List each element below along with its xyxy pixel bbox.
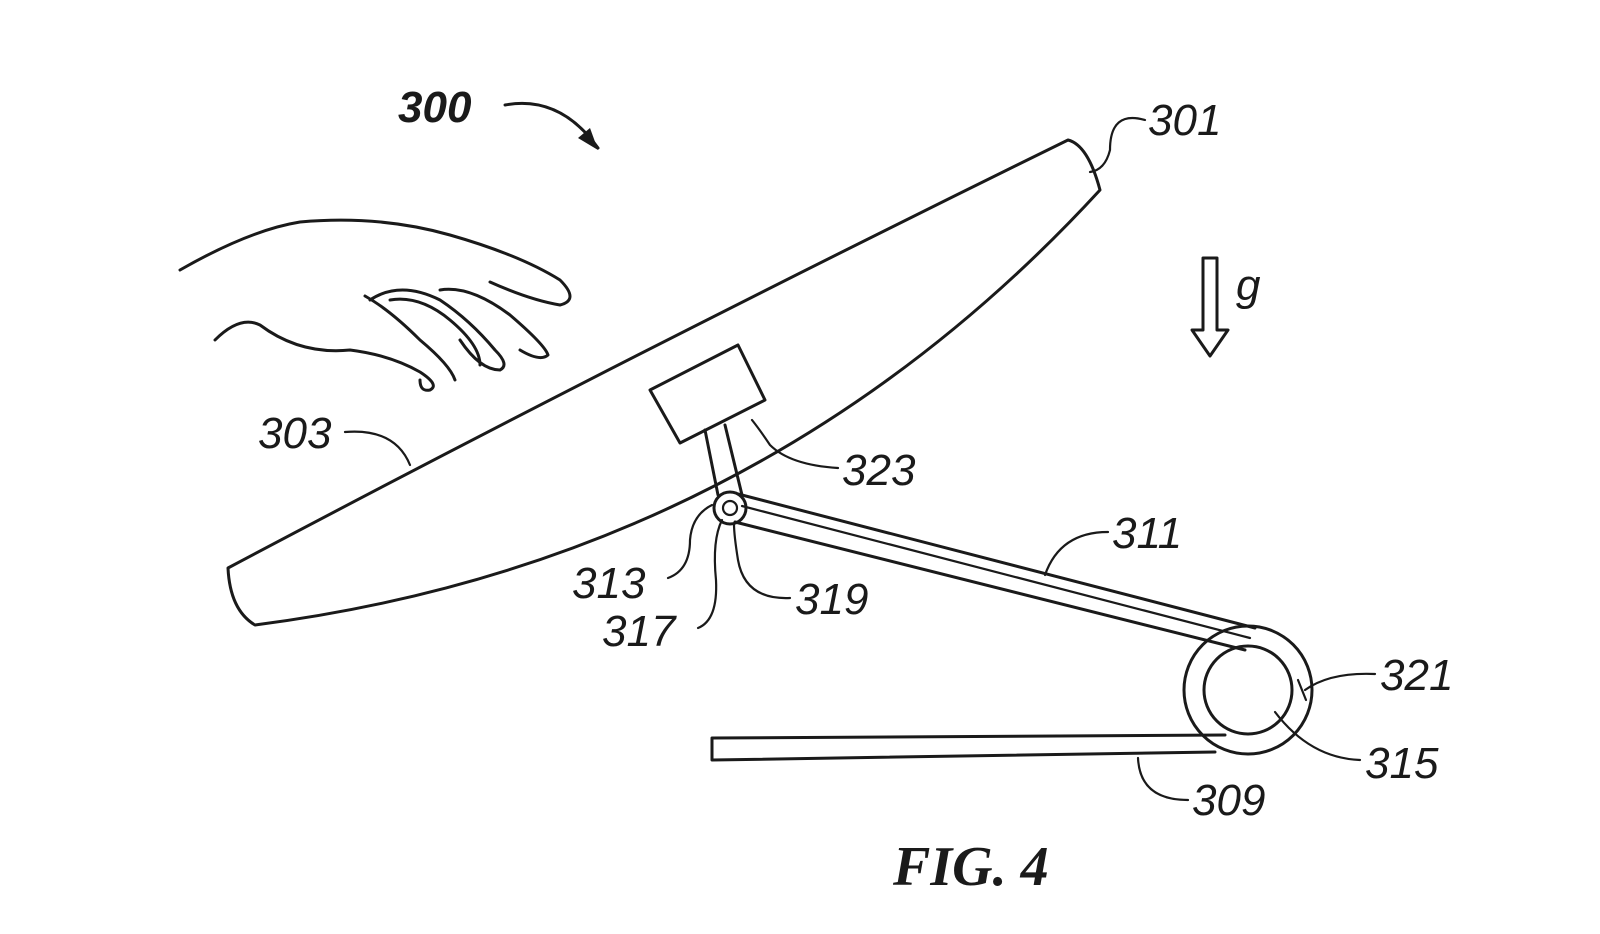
label-315: 315 bbox=[1365, 739, 1439, 788]
label-311: 311 bbox=[1112, 509, 1182, 558]
leader-303 bbox=[343, 430, 412, 467]
leader-309 bbox=[1136, 756, 1190, 802]
leader-317 bbox=[696, 518, 724, 630]
pivot-pin-313 bbox=[721, 499, 739, 517]
leader-301 bbox=[1088, 116, 1147, 174]
label-303: 303 bbox=[258, 409, 332, 458]
gravity-label: g bbox=[1236, 261, 1261, 310]
base-309 bbox=[710, 733, 1227, 762]
panel-301 bbox=[226, 138, 1102, 627]
stem-323 bbox=[703, 423, 744, 497]
pivot-319 bbox=[712, 490, 748, 526]
arrowhead-icon bbox=[578, 128, 598, 150]
label-309: 309 bbox=[1192, 776, 1265, 825]
leader-311 bbox=[1043, 530, 1110, 577]
cable-317 bbox=[740, 504, 1252, 640]
gravity-arrow-icon bbox=[1190, 256, 1230, 358]
label-319: 319 bbox=[795, 575, 868, 624]
leader-315 bbox=[1273, 710, 1362, 762]
link-311 bbox=[733, 492, 1257, 652]
label-300: 300 bbox=[398, 83, 472, 132]
leader-319 bbox=[732, 522, 792, 600]
label-301: 301 bbox=[1148, 96, 1221, 145]
label-317: 317 bbox=[602, 607, 677, 656]
label-321: 321 bbox=[1380, 651, 1453, 700]
hand-drawing bbox=[178, 218, 572, 392]
wheel-inner-315 bbox=[1202, 644, 1294, 736]
component-323 bbox=[648, 343, 767, 445]
anchor-321 bbox=[1296, 678, 1308, 702]
leader-321 bbox=[1303, 672, 1377, 692]
leader-313 bbox=[666, 503, 714, 580]
figure-title: FIG. 4 bbox=[892, 836, 1049, 898]
wheel-outer-315 bbox=[1182, 624, 1314, 756]
label-323: 323 bbox=[842, 446, 916, 495]
leader-323 bbox=[750, 418, 840, 470]
label-313: 313 bbox=[572, 559, 646, 608]
